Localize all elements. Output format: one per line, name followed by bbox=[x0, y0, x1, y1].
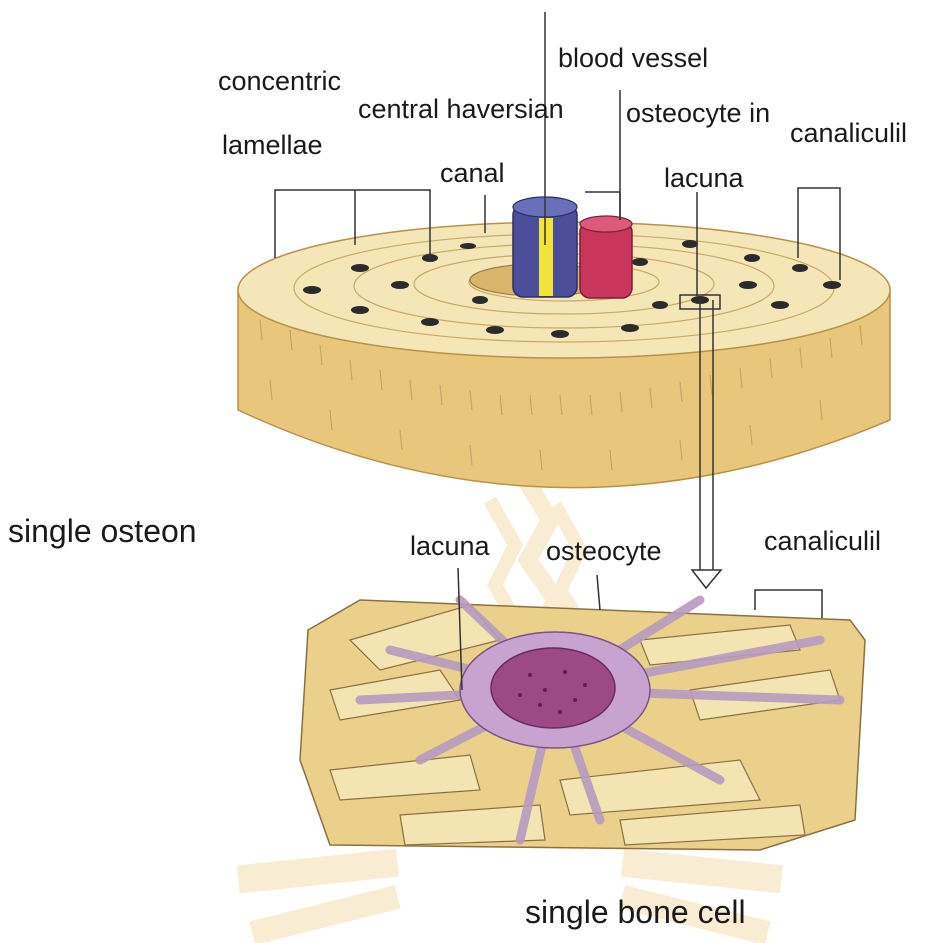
label-lamellae: lamellae bbox=[222, 132, 323, 159]
label-lacuna-top: lacuna bbox=[664, 165, 744, 192]
label-canaliculi-top: canaliculil bbox=[790, 120, 907, 147]
osteon-cylinder bbox=[238, 197, 890, 488]
label-single-osteon: single osteon bbox=[8, 515, 197, 547]
blood-vessels bbox=[513, 197, 632, 298]
label-osteocyte-in: osteocyte in bbox=[626, 100, 770, 127]
bone-cell-block bbox=[300, 600, 865, 850]
label-canal: canal bbox=[440, 160, 505, 187]
label-osteocyte-bottom: osteocyte bbox=[546, 538, 662, 565]
label-lacuna-bottom: lacuna bbox=[410, 533, 490, 560]
label-central-haversian: central haversian bbox=[358, 96, 564, 123]
label-single-bone-cell: single bone cell bbox=[525, 896, 746, 928]
label-canaliculi-bottom: canaliculil bbox=[764, 528, 881, 555]
label-blood-vessel: blood vessel bbox=[558, 45, 708, 72]
label-concentric: concentric bbox=[218, 68, 341, 95]
